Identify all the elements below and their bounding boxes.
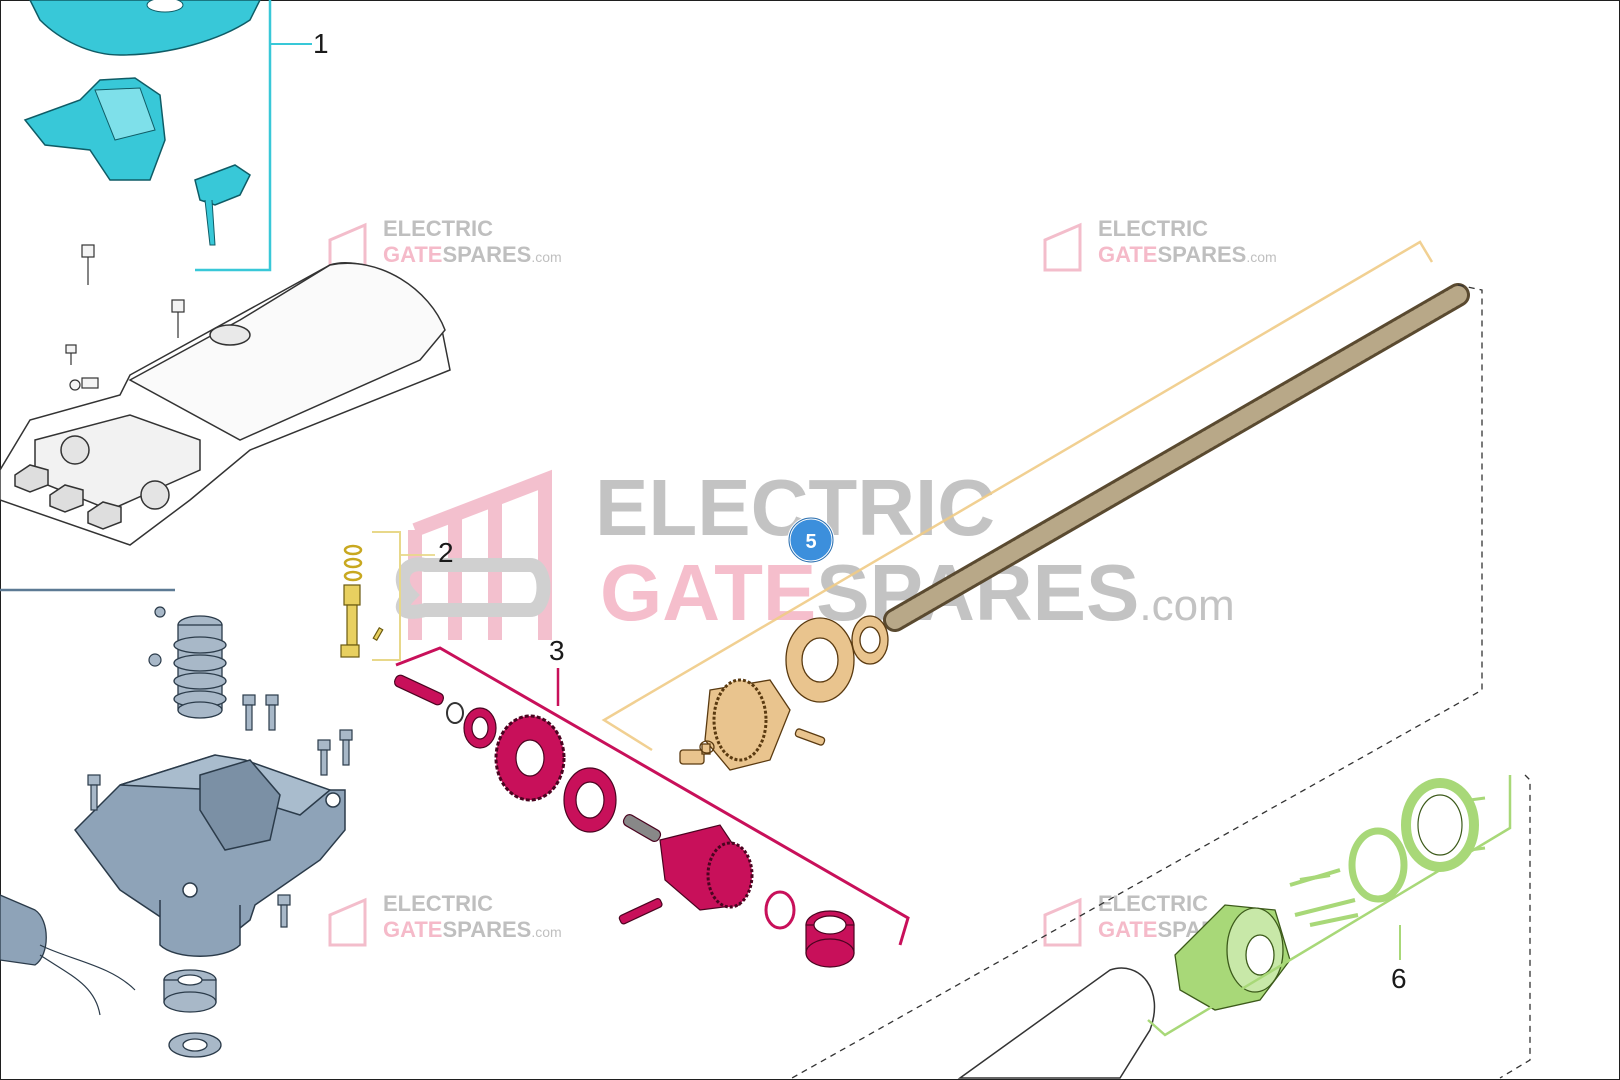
watermark-small-1: ELECTRIC GATESPARES.com	[328, 216, 562, 272]
lower-bearings[interactable]	[163, 969, 222, 1058]
lower-gearbox-housing[interactable]	[74, 754, 346, 957]
watermark-small-2-line2: GATESPARES.com	[1098, 242, 1277, 267]
watermark-small-4-line1: ELECTRIC	[1098, 891, 1208, 916]
callout-5[interactable]: 5	[805, 531, 816, 553]
group-2-bracket	[372, 531, 401, 661]
wrench-logo-icon	[395, 557, 551, 619]
group-5-shaft-parts[interactable]	[679, 615, 889, 771]
watermark-small-2-line1: ELECTRIC	[1098, 216, 1208, 241]
callout-2[interactable]: 2	[438, 537, 454, 568]
lead-screw[interactable]	[883, 283, 1470, 632]
group-3-bracket	[395, 646, 910, 946]
upper-housing[interactable]	[0, 262, 451, 546]
upper-screws	[65, 244, 185, 391]
callout-3[interactable]: 3	[549, 635, 565, 666]
group-6-bracket	[1147, 775, 1512, 1037]
group-1-cover-parts[interactable]	[23, 0, 261, 246]
watermark-small-1-line2: GATESPARES.com	[383, 242, 562, 267]
outer-tube[interactable]	[957, 967, 1156, 1079]
watermark-large-line2: GATESPARES.com	[600, 548, 1235, 637]
group-3-gear-parts[interactable]	[393, 674, 855, 968]
worm-gear[interactable]	[173, 615, 227, 719]
lower-screws	[87, 606, 353, 928]
motor-cylinder[interactable]	[0, 894, 136, 1016]
watermark-small-1-line1: ELECTRIC	[383, 216, 493, 241]
watermark-small-3: ELECTRIC GATESPARES.com	[328, 891, 562, 947]
group-6-endcap-parts[interactable]	[1174, 778, 1486, 1011]
callout-1[interactable]: 1	[313, 28, 329, 59]
watermark-large-suffix: .com	[1139, 581, 1234, 630]
watermark-large-gate: GATE	[600, 548, 816, 637]
dashed-outline-tube-lower	[1499, 774, 1531, 1079]
watermark-small-2: ELECTRIC GATESPARES.com	[1043, 216, 1277, 272]
watermark-small-3-line1: ELECTRIC	[383, 891, 493, 916]
group-2-pin-parts[interactable]	[340, 544, 384, 658]
callout-6[interactable]: 6	[1391, 963, 1407, 994]
hotspot-5[interactable]: 5	[787, 516, 835, 564]
watermark-small-3-line2: GATESPARES.com	[383, 917, 562, 942]
group-1-bracket	[195, 0, 272, 272]
dashed-outline-tube-upper	[791, 284, 1483, 1079]
group-5-bracket	[601, 240, 1434, 752]
